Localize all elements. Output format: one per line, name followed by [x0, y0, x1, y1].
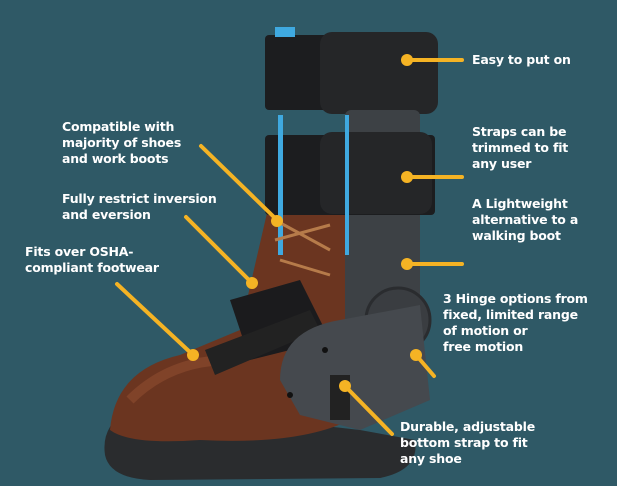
callout-text: Durable, adjustable — [400, 419, 536, 434]
callout-fits-line — [115, 282, 199, 361]
callout-text: A Lightweight — [472, 196, 568, 211]
callout-text: Compatible with — [62, 119, 175, 134]
callout-text: and eversion — [62, 207, 151, 222]
callout-lightweight-line — [401, 258, 464, 270]
callout-text: and work boots — [62, 151, 169, 166]
callout-text: Easy to put on — [472, 52, 571, 67]
callout-straps-trimmable: Straps can be trimmed to fit any user — [472, 124, 568, 172]
side-shell — [280, 305, 430, 430]
callout-text: any shoe — [400, 451, 462, 466]
callout-text: trimmed to fit — [472, 140, 569, 155]
callout-hinge-options: 3 Hinge options from fixed, limited rang… — [443, 291, 588, 355]
callout-restrict-inversion: Fully restrict inversion and eversion — [62, 191, 217, 223]
callout-durable-line — [339, 380, 394, 436]
callout-fits-osha: Fits over OSHA- compliant footwear — [25, 244, 159, 276]
callout-hinge-line — [410, 349, 436, 378]
callout-text: 3 Hinge options from — [443, 291, 588, 306]
callout-straps-line — [401, 171, 464, 183]
callout-text: free motion — [443, 339, 524, 354]
upper-strap — [320, 32, 438, 114]
callout-text: Fully restrict inversion — [62, 191, 217, 206]
callout-easy-line — [401, 54, 464, 66]
callout-compatible: Compatible with majority of shoes and wo… — [62, 119, 181, 167]
callout-text: compliant footwear — [25, 260, 159, 275]
callout-durable-strap: Durable, adjustable bottom strap to fit … — [400, 419, 535, 467]
callout-text: Straps can be — [472, 124, 567, 139]
callout-text: walking boot — [472, 228, 561, 243]
callout-text: alternative to a — [472, 212, 579, 227]
callout-compatible-line — [199, 144, 283, 227]
callout-text: Fits over OSHA- — [25, 244, 134, 259]
callout-text: of motion or — [443, 323, 528, 338]
callout-restrict-line — [184, 215, 258, 289]
callout-lightweight: A Lightweight alternative to a walking b… — [472, 196, 578, 244]
callout-text: fixed, limited range — [443, 307, 578, 322]
callout-easy-to-put-on: Easy to put on — [472, 52, 571, 68]
callout-text: majority of shoes — [62, 135, 182, 150]
callout-text: any user — [472, 156, 532, 171]
callout-text: bottom strap to fit — [400, 435, 528, 450]
